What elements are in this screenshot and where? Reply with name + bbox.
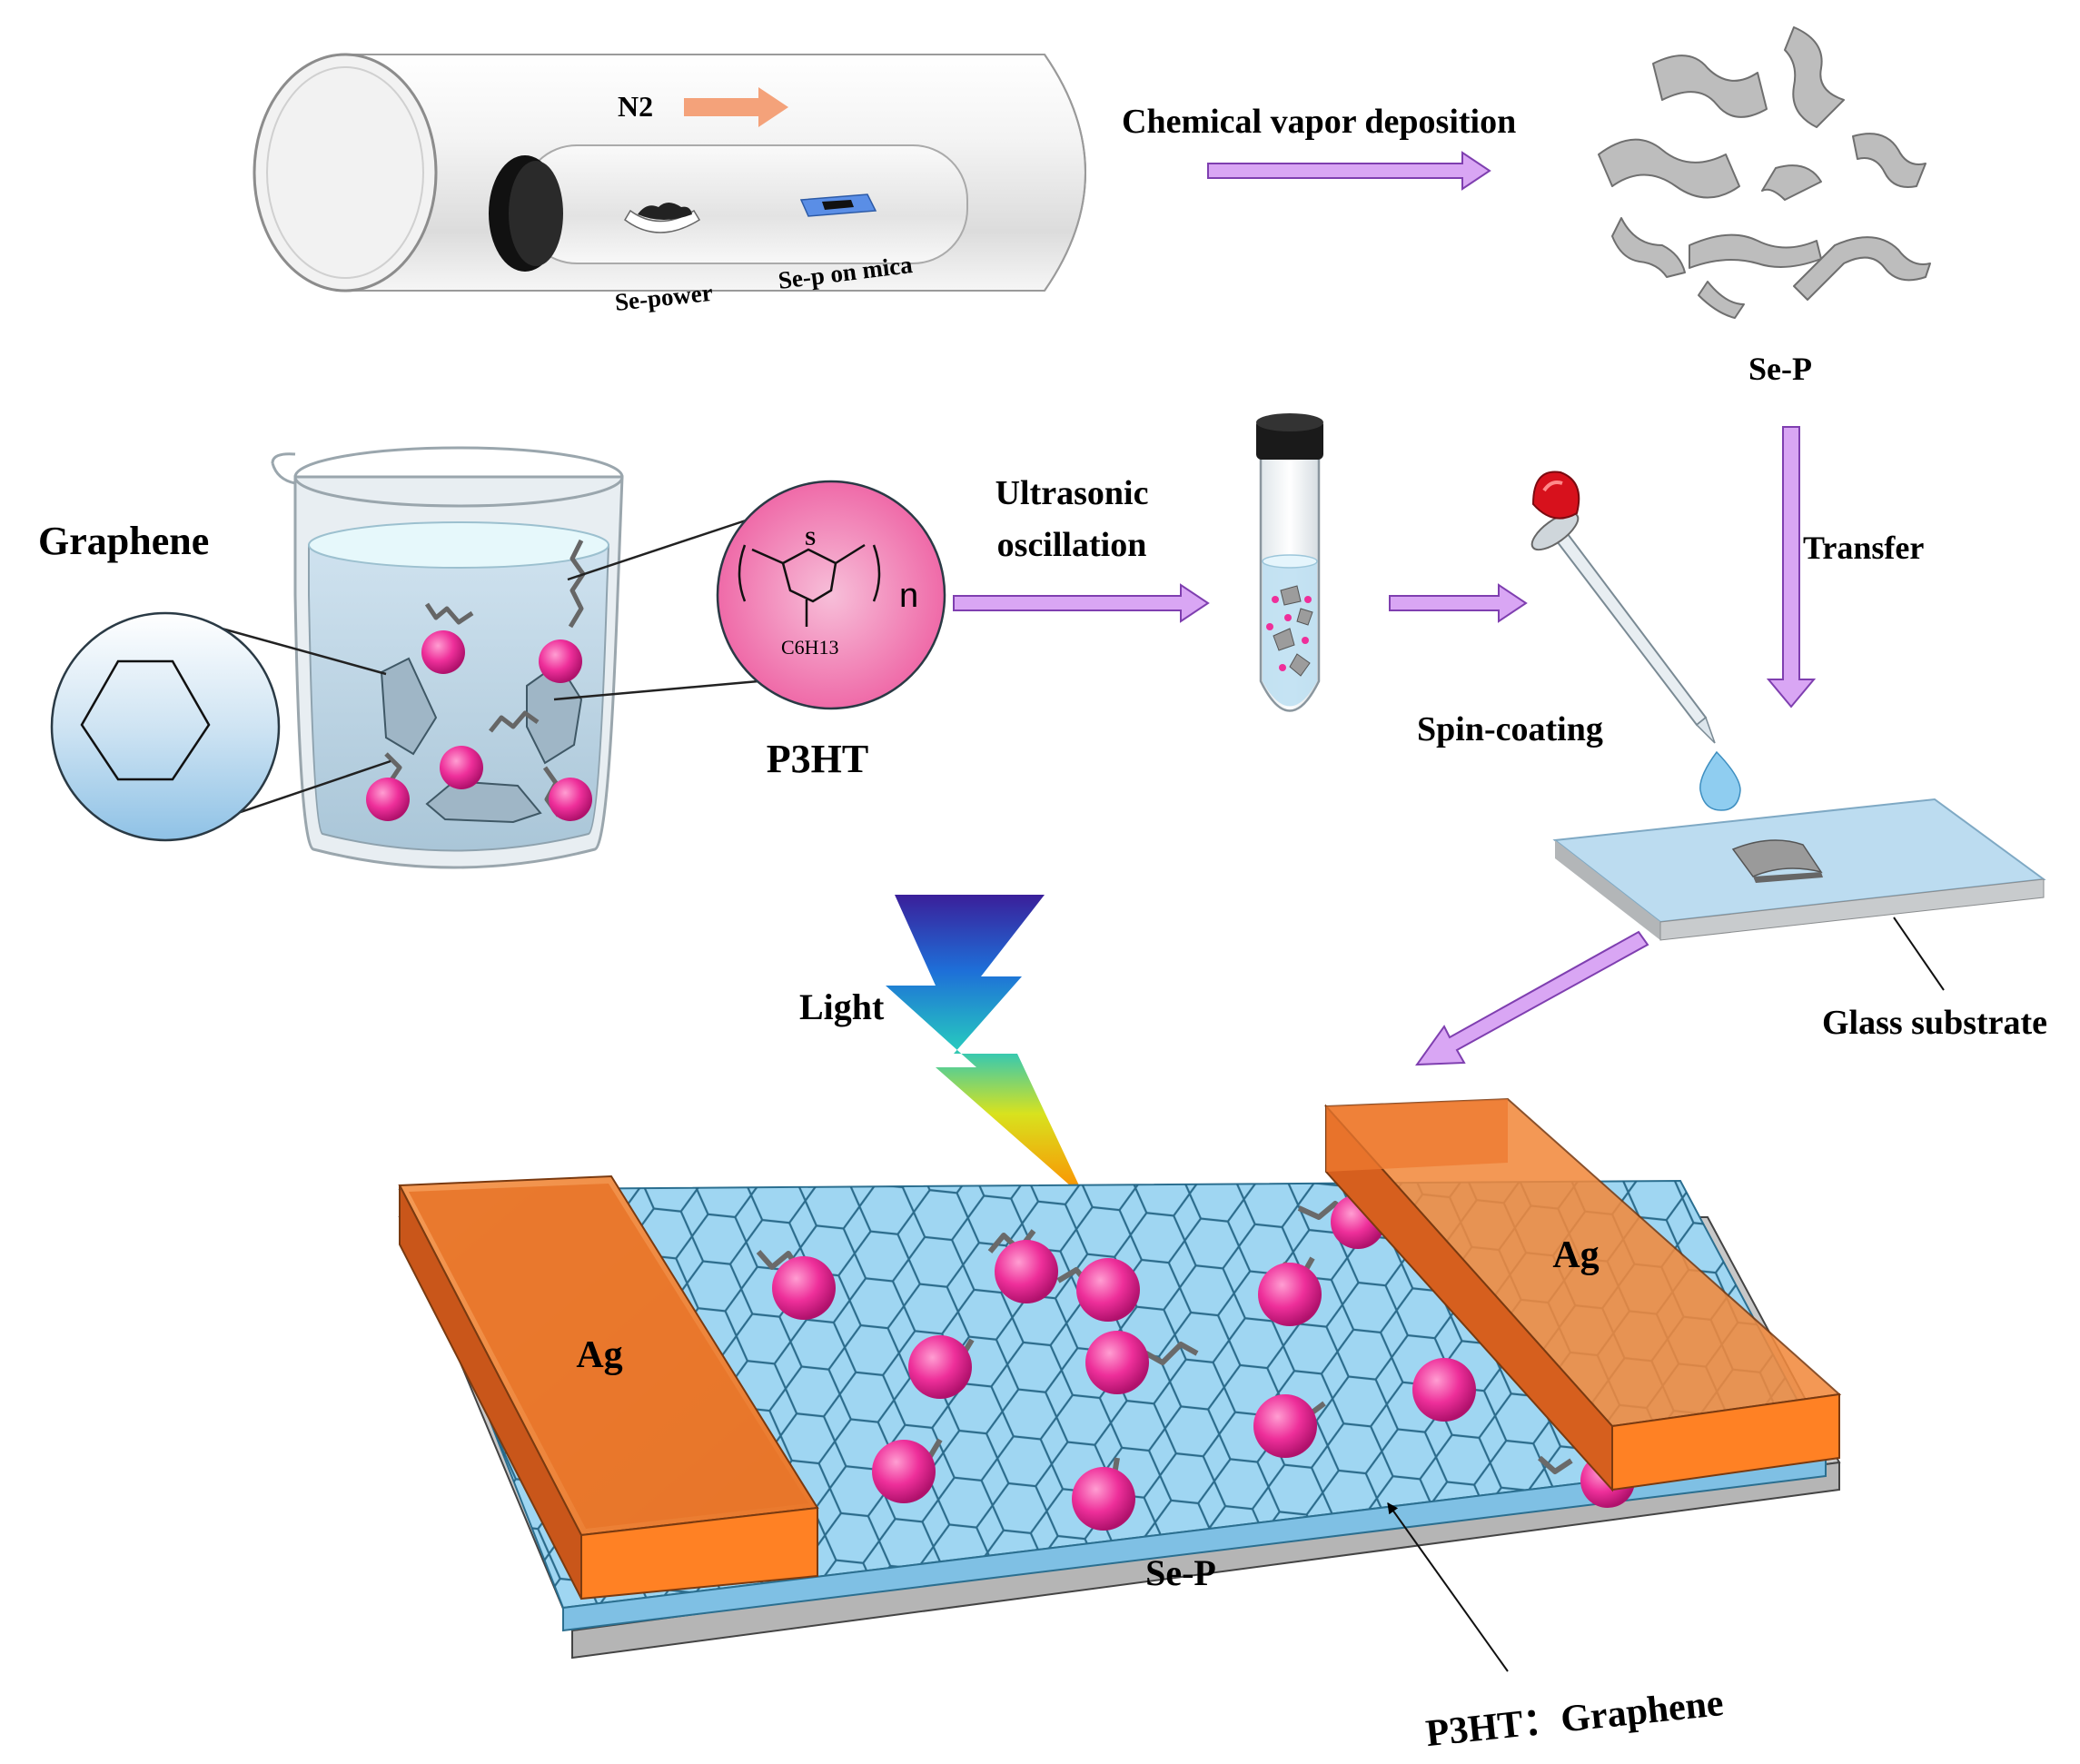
beaker [271, 446, 624, 869]
light-label: Light [799, 986, 885, 1027]
photodetector-device: Ag Ag Se-P [398, 1097, 1842, 1660]
left-ag-electrode [398, 1174, 819, 1600]
ultrasonic-label-line2: oscillation [997, 526, 1147, 564]
ultrasonic-label-line1: Ultrasonic [995, 474, 1149, 512]
gas-flow-arrow [684, 87, 788, 127]
se-powder-boat [624, 203, 701, 233]
mica-substrate [799, 193, 877, 217]
p3ht-structure-lens: S n C6H13 [553, 480, 946, 710]
p3ht-label: P3HT [767, 737, 868, 781]
cvd-label: Chemical vapor deposition [1122, 103, 1516, 141]
p3ht-graphene-label: P3HT：Graphene [1424, 1682, 1726, 1755]
droplet [1699, 750, 1741, 811]
glass-substrate-label: Glass substrate [1822, 1004, 2047, 1042]
transfer-label: Transfer [1803, 530, 1924, 566]
hexyl-side-chain: C6H13 [781, 636, 839, 659]
cvd-arrow [1207, 151, 1491, 191]
beaker-p3ht-balls [366, 630, 592, 821]
left-electrode-label: Ag [576, 1334, 622, 1376]
graphene-zoom-lens [50, 611, 391, 842]
inner-quartz-tube [521, 144, 968, 264]
right-electrode-label: Ag [1552, 1234, 1599, 1276]
hexagon-icon [80, 659, 211, 781]
ultrasonic-arrow [953, 583, 1210, 623]
se-p-flakes [1598, 26, 1931, 319]
right-ag-electrode [1323, 1097, 1842, 1492]
spin-coating-label: Spin-coating [1417, 710, 1603, 748]
transfer-arrow [1766, 426, 1817, 709]
repeat-unit-n: n [899, 577, 918, 615]
light-bolt [886, 895, 1085, 1199]
to-spin-coating-arrow [1389, 583, 1528, 623]
sulfur-atom: S [805, 527, 816, 550]
to-device-arrow [1415, 930, 1649, 1066]
se-p-base-label: Se-P [1145, 1552, 1216, 1593]
glass-substrate-pointer [1893, 917, 1945, 991]
graphene-label: Graphene [38, 519, 209, 563]
test-tube [1256, 413, 1323, 712]
gas-label: N2 [618, 90, 653, 123]
se-p-flakes-label: Se-P [1748, 351, 1812, 387]
glass-substrate [1552, 798, 2046, 941]
layer-pointer [1387, 1502, 1509, 1672]
device-p3ht-balls [756, 1194, 1635, 1531]
furnace-tube: N2 Se-power Se-p on mica [253, 53, 1086, 316]
dropper [1530, 471, 1741, 811]
